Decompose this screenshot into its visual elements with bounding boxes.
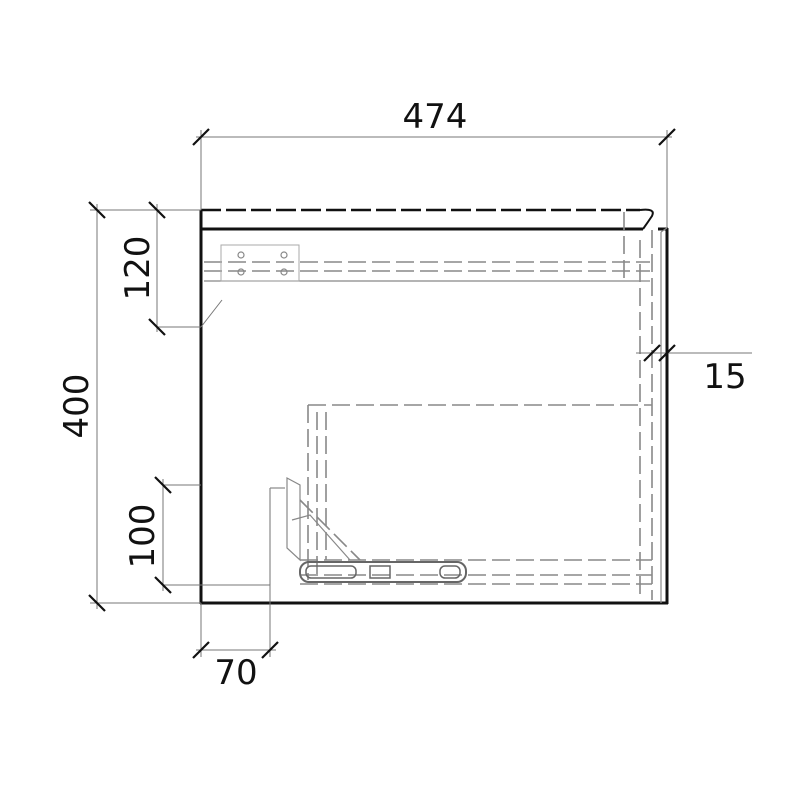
dimension-bottom-offset: 70 [192, 585, 279, 693]
dimension-label-15: 15 [703, 357, 746, 397]
dimension-overall-height: 400 [57, 201, 201, 612]
cabinet-outline [199, 208, 669, 605]
dimension-label-400: 400 [57, 374, 97, 439]
dimension-label-70: 70 [214, 653, 257, 693]
dimension-top-section: 120 [118, 201, 223, 336]
bottom-drawer-hidden-lines [269, 404, 652, 585]
dimension-label-100: 100 [123, 504, 163, 569]
dimension-side-offset: 15 [636, 344, 752, 397]
dimension-label-474: 474 [403, 97, 468, 137]
dimension-label-120: 120 [118, 236, 158, 301]
top-drawer-hidden-lines [204, 212, 668, 603]
dimension-bottom-section: 100 [123, 476, 270, 594]
dimension-overall-width: 474 [192, 97, 676, 228]
